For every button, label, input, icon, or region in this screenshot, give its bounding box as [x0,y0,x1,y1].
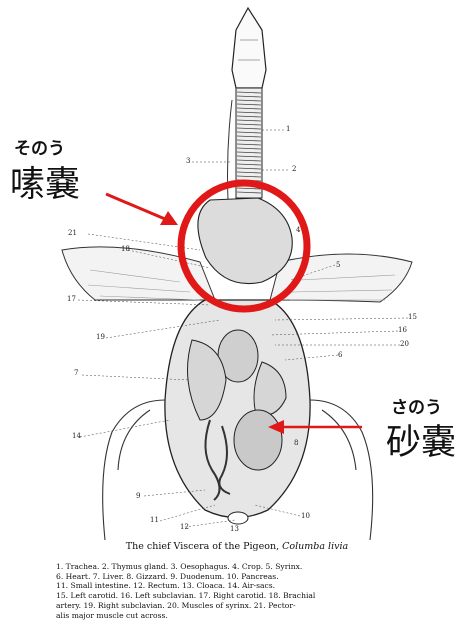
figure-caption: The chief Viscera of the Pigeon, Columba… [0,541,474,552]
ref-number-9: 9 [136,493,140,500]
figure-legend: 1. Trachea. 2. Thymus gland. 3. Oesophag… [56,562,446,620]
crop-arrow [106,194,178,225]
legend-line: 15. Left carotid. 16. Left subclavian. 1… [56,591,446,601]
ref-number-5: 5 [336,262,340,269]
ref-number-12: 12 [180,524,189,531]
caption-text: The chief Viscera of the Pigeon, [126,541,282,552]
legend-line: alis major muscle cut across. [56,611,446,621]
gizzard-arrow [268,420,362,434]
ref-number-19: 19 [96,334,105,341]
ref-number-10: 10 [301,513,310,520]
beak-head [232,8,266,88]
ref-number-17: 17 [67,296,76,303]
ref-number-15: 15 [408,314,417,321]
legend-line: 6. Heart. 7. Liver. 8. Gizzard. 9. Duode… [56,572,446,582]
ref-number-6: 6 [338,352,342,359]
ref-number-8: 8 [294,440,298,447]
ref-number-14: 14 [72,433,81,440]
ref-number-20: 20 [400,341,409,348]
caption-species: Columba livia [282,541,348,552]
ref-number-7: 7 [74,370,78,377]
crop-label: 嗉嚢 [10,156,80,207]
gizzard-label: 砂嚢 [386,414,456,465]
ref-number-11: 11 [150,517,159,524]
ref-number-18: 18 [121,246,130,253]
ref-number-4: 4 [296,227,300,234]
ref-number-2: 2 [292,166,296,173]
ref-number-21: 21 [68,230,77,237]
gizzard [234,410,282,470]
ref-number-13: 13 [230,526,239,533]
ref-number-1: 1 [286,126,290,133]
ref-number-16: 16 [398,327,407,334]
cloaca [228,512,248,524]
crop [198,198,292,284]
legend-line: 1. Trachea. 2. Thymus gland. 3. Oesophag… [56,562,446,572]
legend-line: artery. 19. Right subclavian. 20. Muscle… [56,601,446,611]
ref-number-3: 3 [186,158,190,165]
legend-line: 11. Small intestine. 12. Rectum. 13. Clo… [56,581,446,591]
